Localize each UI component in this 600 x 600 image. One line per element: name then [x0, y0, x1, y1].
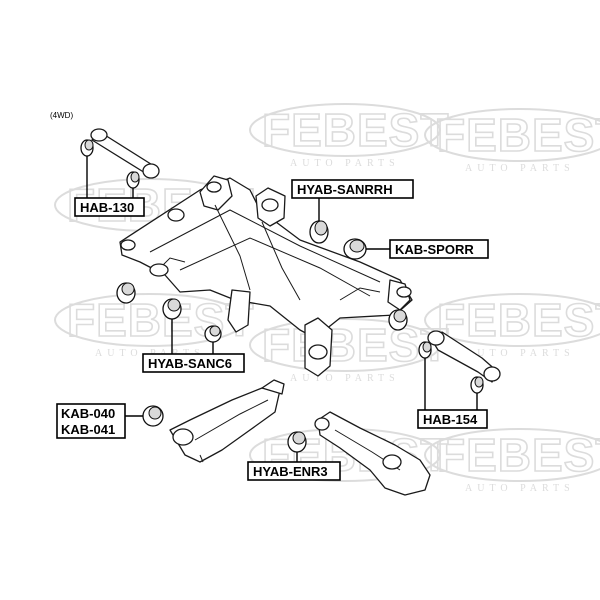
svg-text:HAB-154: HAB-154: [423, 412, 478, 427]
watermark-far-right-2: FEBEST AUTO PARTS: [424, 293, 600, 359]
bushing-hab130-b: [126, 171, 140, 189]
svg-text:AUTO PARTS: AUTO PARTS: [290, 158, 400, 169]
lower-control-arm-hyab-enr3: [314, 411, 431, 496]
upper-control-arm-hab130: [90, 128, 160, 179]
subframe-bushing-left: [116, 282, 136, 304]
label-kab-041: KAB-041: [61, 422, 115, 437]
bushing-hab130-a: [80, 139, 94, 157]
watermark-mid-left: FEBEST AUTO PARTS: [54, 293, 254, 359]
svg-text:FEBEST: FEBEST: [262, 319, 449, 371]
label-kab-sporr: KAB-SPORR: [389, 239, 489, 259]
svg-text:HYAB-ENR3: HYAB-ENR3: [253, 464, 328, 479]
bushing-hyab-sanc6-a: [162, 298, 182, 320]
watermark-top-right: FEBEST AUTO PARTS: [249, 103, 449, 169]
svg-text:HYAB-SANC6: HYAB-SANC6: [148, 356, 232, 371]
watermark-bottom-right: FEBEST AUTO PARTS: [424, 428, 600, 494]
label-hab130: HAB-130: [74, 197, 145, 217]
bushing-hyab-enr3: [287, 431, 307, 453]
svg-text:HAB-130: HAB-130: [80, 200, 134, 215]
bushing-kab-040: [142, 405, 164, 427]
lower-trailing-arm: [169, 379, 285, 463]
bushing-hyab-sanc6-b: [204, 325, 222, 343]
label-kab-040: KAB-040: [61, 406, 115, 421]
bushing-hab154-a: [418, 341, 432, 359]
drive-type-note: (4WD): [50, 111, 73, 120]
label-hyab-sanrrh: HYAB-SANRRH: [291, 179, 414, 199]
label-hyab-enr3: HYAB-ENR3: [247, 461, 341, 481]
svg-text:AUTO PARTS: AUTO PARTS: [465, 163, 575, 174]
rear-subframe: [119, 175, 413, 377]
bushing-hyab-sanrrh: [309, 220, 329, 244]
svg-text:FEBEST: FEBEST: [262, 104, 449, 156]
label-hab154: HAB-154: [417, 409, 488, 429]
svg-text:AUTO PARTS: AUTO PARTS: [465, 483, 575, 494]
svg-text:FEBEST: FEBEST: [437, 294, 600, 346]
svg-text:KAB-SPORR: KAB-SPORR: [395, 242, 474, 257]
svg-text:FEBEST: FEBEST: [437, 109, 600, 161]
svg-text:FEBEST: FEBEST: [437, 429, 600, 481]
label-hyab-sanc6: HYAB-SANC6: [142, 353, 245, 373]
subframe-bushing-right: [388, 309, 408, 331]
svg-text:FEBEST: FEBEST: [67, 294, 254, 346]
svg-text:HYAB-SANRRH: HYAB-SANRRH: [297, 182, 393, 197]
watermark-far-right-1: FEBEST AUTO PARTS: [424, 108, 600, 174]
svg-text:AUTO PARTS: AUTO PARTS: [290, 373, 400, 384]
bushing-kab-sporr: [343, 238, 367, 260]
svg-text:AUTO PARTS: AUTO PARTS: [465, 348, 575, 359]
bushing-hab154-b: [470, 376, 484, 394]
label-kab-040-041: KAB-040 KAB-041: [56, 403, 126, 439]
upper-control-arm-hab154: [427, 330, 501, 383]
